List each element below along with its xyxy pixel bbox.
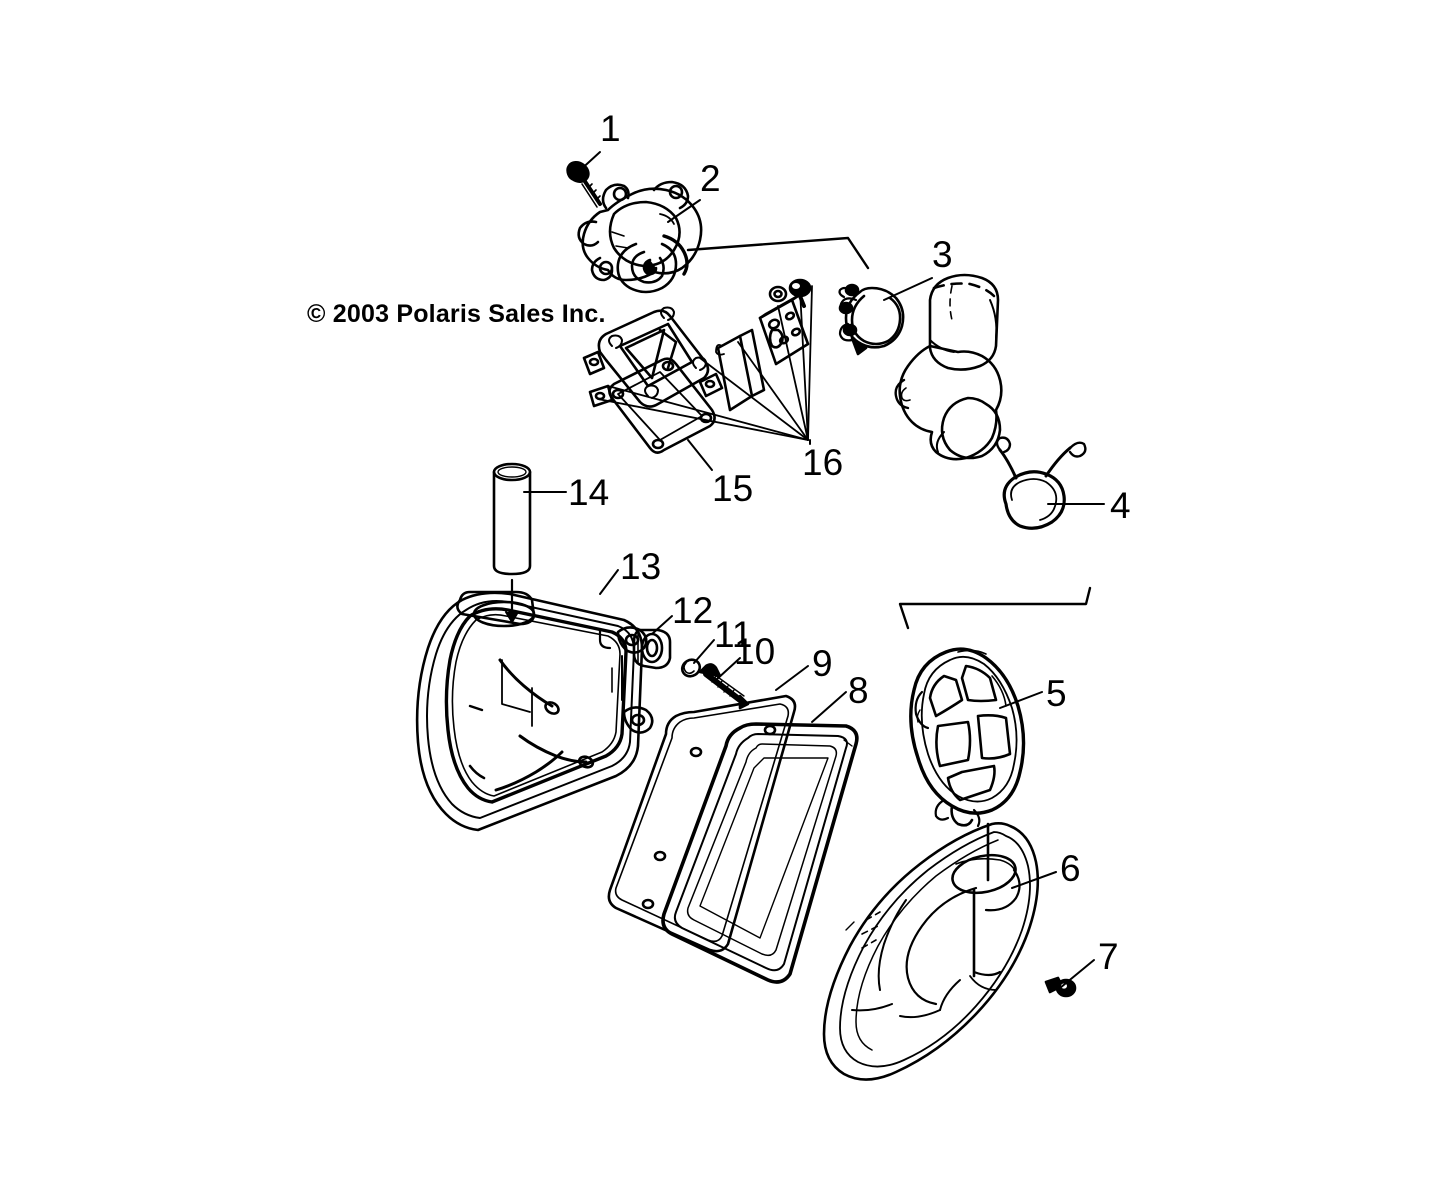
leader-line-3 <box>883 277 933 301</box>
callout-number-5: 5 <box>1046 673 1067 714</box>
leader-line-12 <box>651 615 673 635</box>
fan-leader-1 <box>607 385 809 441</box>
part-4-spring-clamp-shape <box>995 436 1087 530</box>
intake-boot-shape <box>894 273 1003 461</box>
callout-number-12: 12 <box>672 590 714 631</box>
fan-leader-3 <box>737 341 809 441</box>
leader-line-1 <box>576 151 601 174</box>
leader-line-15 <box>687 439 713 471</box>
leader-line-11 <box>693 639 715 664</box>
part-13-airbox-housing-shape <box>415 590 654 832</box>
leader-line-13 <box>599 569 619 595</box>
fan-leader-0 <box>597 398 809 441</box>
callout-number-13: 13 <box>620 546 662 587</box>
callout-number-6: 6 <box>1060 848 1081 889</box>
part-15-reed-cage-shape <box>582 306 724 454</box>
part-11-washer-shape <box>680 658 702 678</box>
part-5-air-filter-shape <box>909 647 1026 882</box>
leader-line-10 <box>715 657 741 681</box>
fan-leader-5 <box>799 289 809 441</box>
part-16-reed-kit-shape <box>715 278 812 412</box>
clamp-to-filter-connector <box>898 586 1092 630</box>
part-2-pump-assembly-shape <box>577 180 703 294</box>
part-8-seal-frame-shape <box>661 722 859 984</box>
callout-number-4: 4 <box>1110 485 1131 526</box>
leader-line-8 <box>811 691 847 723</box>
callout-number-7: 7 <box>1098 936 1119 977</box>
callout-number-16: 16 <box>802 442 844 483</box>
callout-number-3: 3 <box>932 234 953 275</box>
part-10-screw-shape <box>698 663 750 710</box>
fan-leader-4 <box>777 305 809 441</box>
pump-to-clamp-connector <box>686 236 870 270</box>
part-16-fan-leaders <box>597 285 813 441</box>
fan-leader-2 <box>699 357 809 441</box>
part-9-cover-plate-shape <box>607 694 797 953</box>
assembly-connector-lines <box>686 236 1092 630</box>
callout-number-2: 2 <box>700 158 721 199</box>
callout-number-9: 9 <box>812 643 833 684</box>
leader-line-9 <box>775 665 809 691</box>
leader-line-7 <box>1059 959 1095 989</box>
part-1-screw-shape <box>566 160 602 208</box>
copyright-notice: © 2003 Polaris Sales Inc. <box>307 300 606 328</box>
part-7-screw-shape <box>1044 976 1077 998</box>
callout-number-11: 11 <box>714 614 753 655</box>
part-6-airbox-cover-shape <box>822 822 1040 1081</box>
callout-number-14: 14 <box>568 472 610 513</box>
callout-number-1: 1 <box>600 108 621 149</box>
fan-leader-6 <box>807 285 813 441</box>
part-3-hose-clamp-shape <box>838 283 905 356</box>
callout-number-15: 15 <box>712 468 754 509</box>
callout-number-8: 8 <box>848 670 869 711</box>
callout-leader-lines <box>523 151 1105 989</box>
leader-line-2 <box>667 199 701 223</box>
callout-number-10: 10 <box>734 631 776 672</box>
leader-line-5 <box>999 691 1043 709</box>
leader-line-6 <box>1011 871 1057 889</box>
